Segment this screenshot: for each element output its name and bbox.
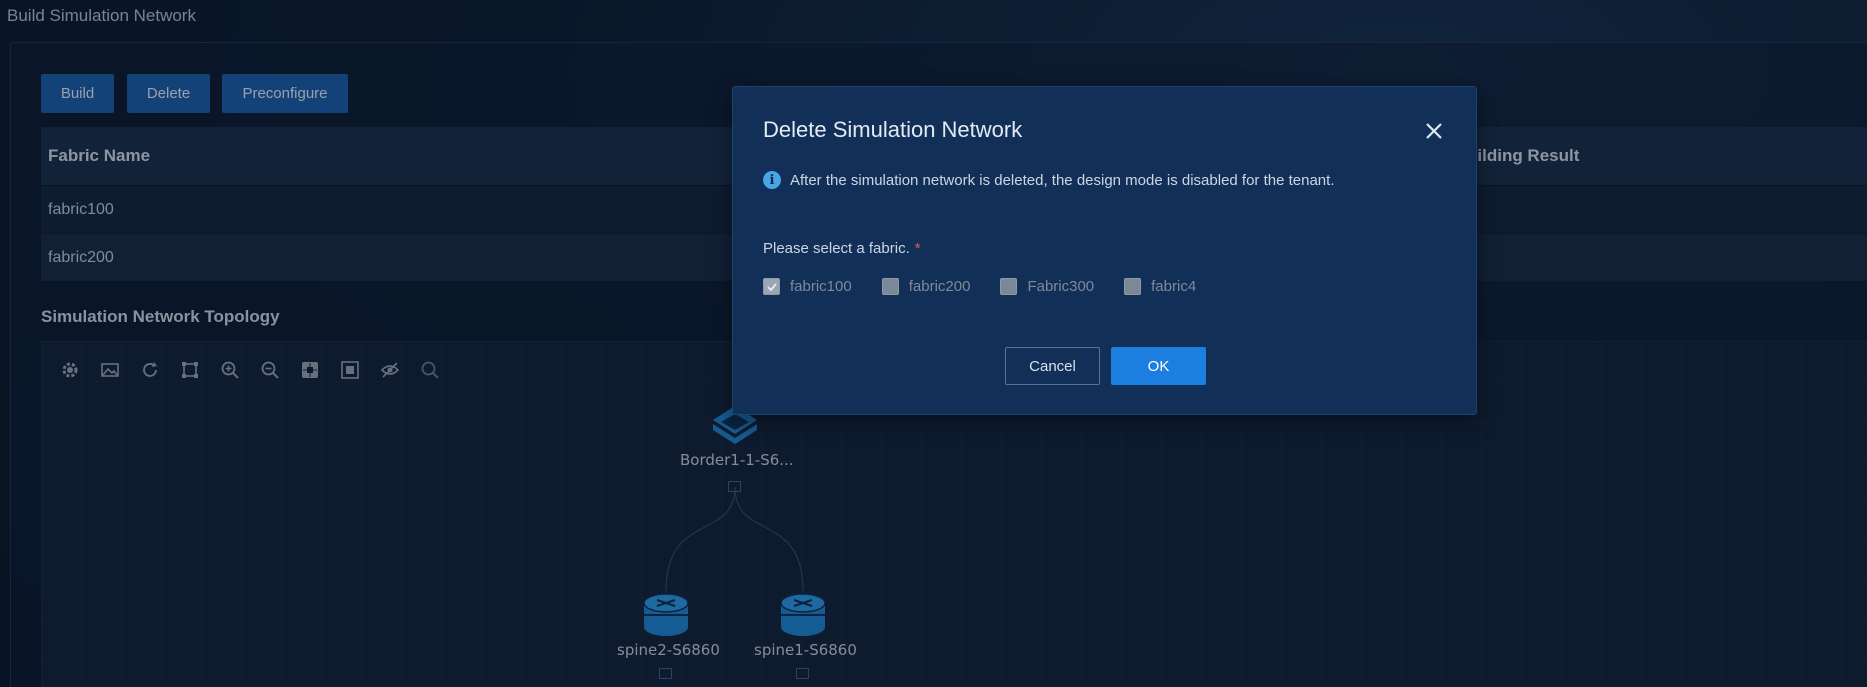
option-fabric200[interactable]: fabric200 [881,278,971,295]
delete-simulation-dialog: Delete Simulation Network i After the si… [732,86,1477,415]
node-label-border: Border1-1-S6... [680,451,794,469]
topology-canvas[interactable]: Border1-1-S6... spine2-S6860 spine1-S686… [41,341,1867,687]
port-icon [796,668,809,679]
port-icon [659,668,672,679]
fabric-name-cell: fabric200 [48,248,114,266]
search-icon[interactable] [417,357,443,383]
node-label-spine2: spine2-S6860 [617,641,720,659]
fit-icon[interactable] [177,357,203,383]
option-fabric300[interactable]: Fabric300 [1000,278,1094,295]
checkbox[interactable] [1124,278,1142,295]
info-message: i After the simulation network is delete… [763,171,1334,189]
option-label: fabric4 [1151,278,1197,295]
ok-button[interactable]: OK [1111,347,1206,385]
topology-links [665,486,804,592]
zoom-in-icon[interactable] [217,357,243,383]
option-label: fabric100 [790,278,852,295]
column-building-result: uilding Result [1467,146,1580,165]
fullscreen-icon[interactable] [337,357,363,383]
info-text: After the simulation network is deleted,… [790,171,1335,189]
topology-toolbar [57,357,443,383]
column-fabric-name: Fabric Name [48,146,151,165]
cancel-button[interactable]: Cancel [1005,347,1100,385]
build-button[interactable]: Build [41,74,114,113]
overview-icon[interactable] [297,357,323,383]
preconfigure-button[interactable]: Preconfigure [222,74,348,113]
checkbox[interactable] [1000,278,1018,295]
checkbox[interactable] [881,278,899,295]
spine1-switch-icon[interactable] [780,591,826,644]
node-label-spine1: spine1-S6860 [754,641,857,659]
checkbox-checked[interactable] [763,278,780,295]
topology-title: Simulation Network Topology [41,307,280,326]
option-fabric100[interactable]: fabric100 [763,278,852,295]
fabric-options: fabric100 fabric200 Fabric300 fabric4 [763,278,1226,295]
option-label: fabric200 [908,278,971,295]
image-icon[interactable] [97,357,123,383]
option-fabric4[interactable]: fabric4 [1124,278,1196,295]
option-label: Fabric300 [1027,278,1095,295]
fabric-field-label-text: Please select a fabric. [763,240,910,257]
delete-button[interactable]: Delete [127,74,210,113]
refresh-icon[interactable] [137,357,163,383]
zoom-out-icon[interactable] [257,357,283,383]
close-icon[interactable] [1422,119,1446,143]
fabric-field-label: Please select a fabric.* [763,240,921,257]
hide-icon[interactable] [377,357,403,383]
spine2-switch-icon[interactable] [643,591,689,644]
fabric-name-cell: fabric100 [48,200,114,218]
gear-icon[interactable] [57,357,83,383]
page-title: Build Simulation Network [7,6,196,25]
dialog-title: Delete Simulation Network [763,117,1023,142]
required-mark: * [914,240,921,257]
info-icon: i [763,171,781,189]
port-icon [728,481,741,492]
